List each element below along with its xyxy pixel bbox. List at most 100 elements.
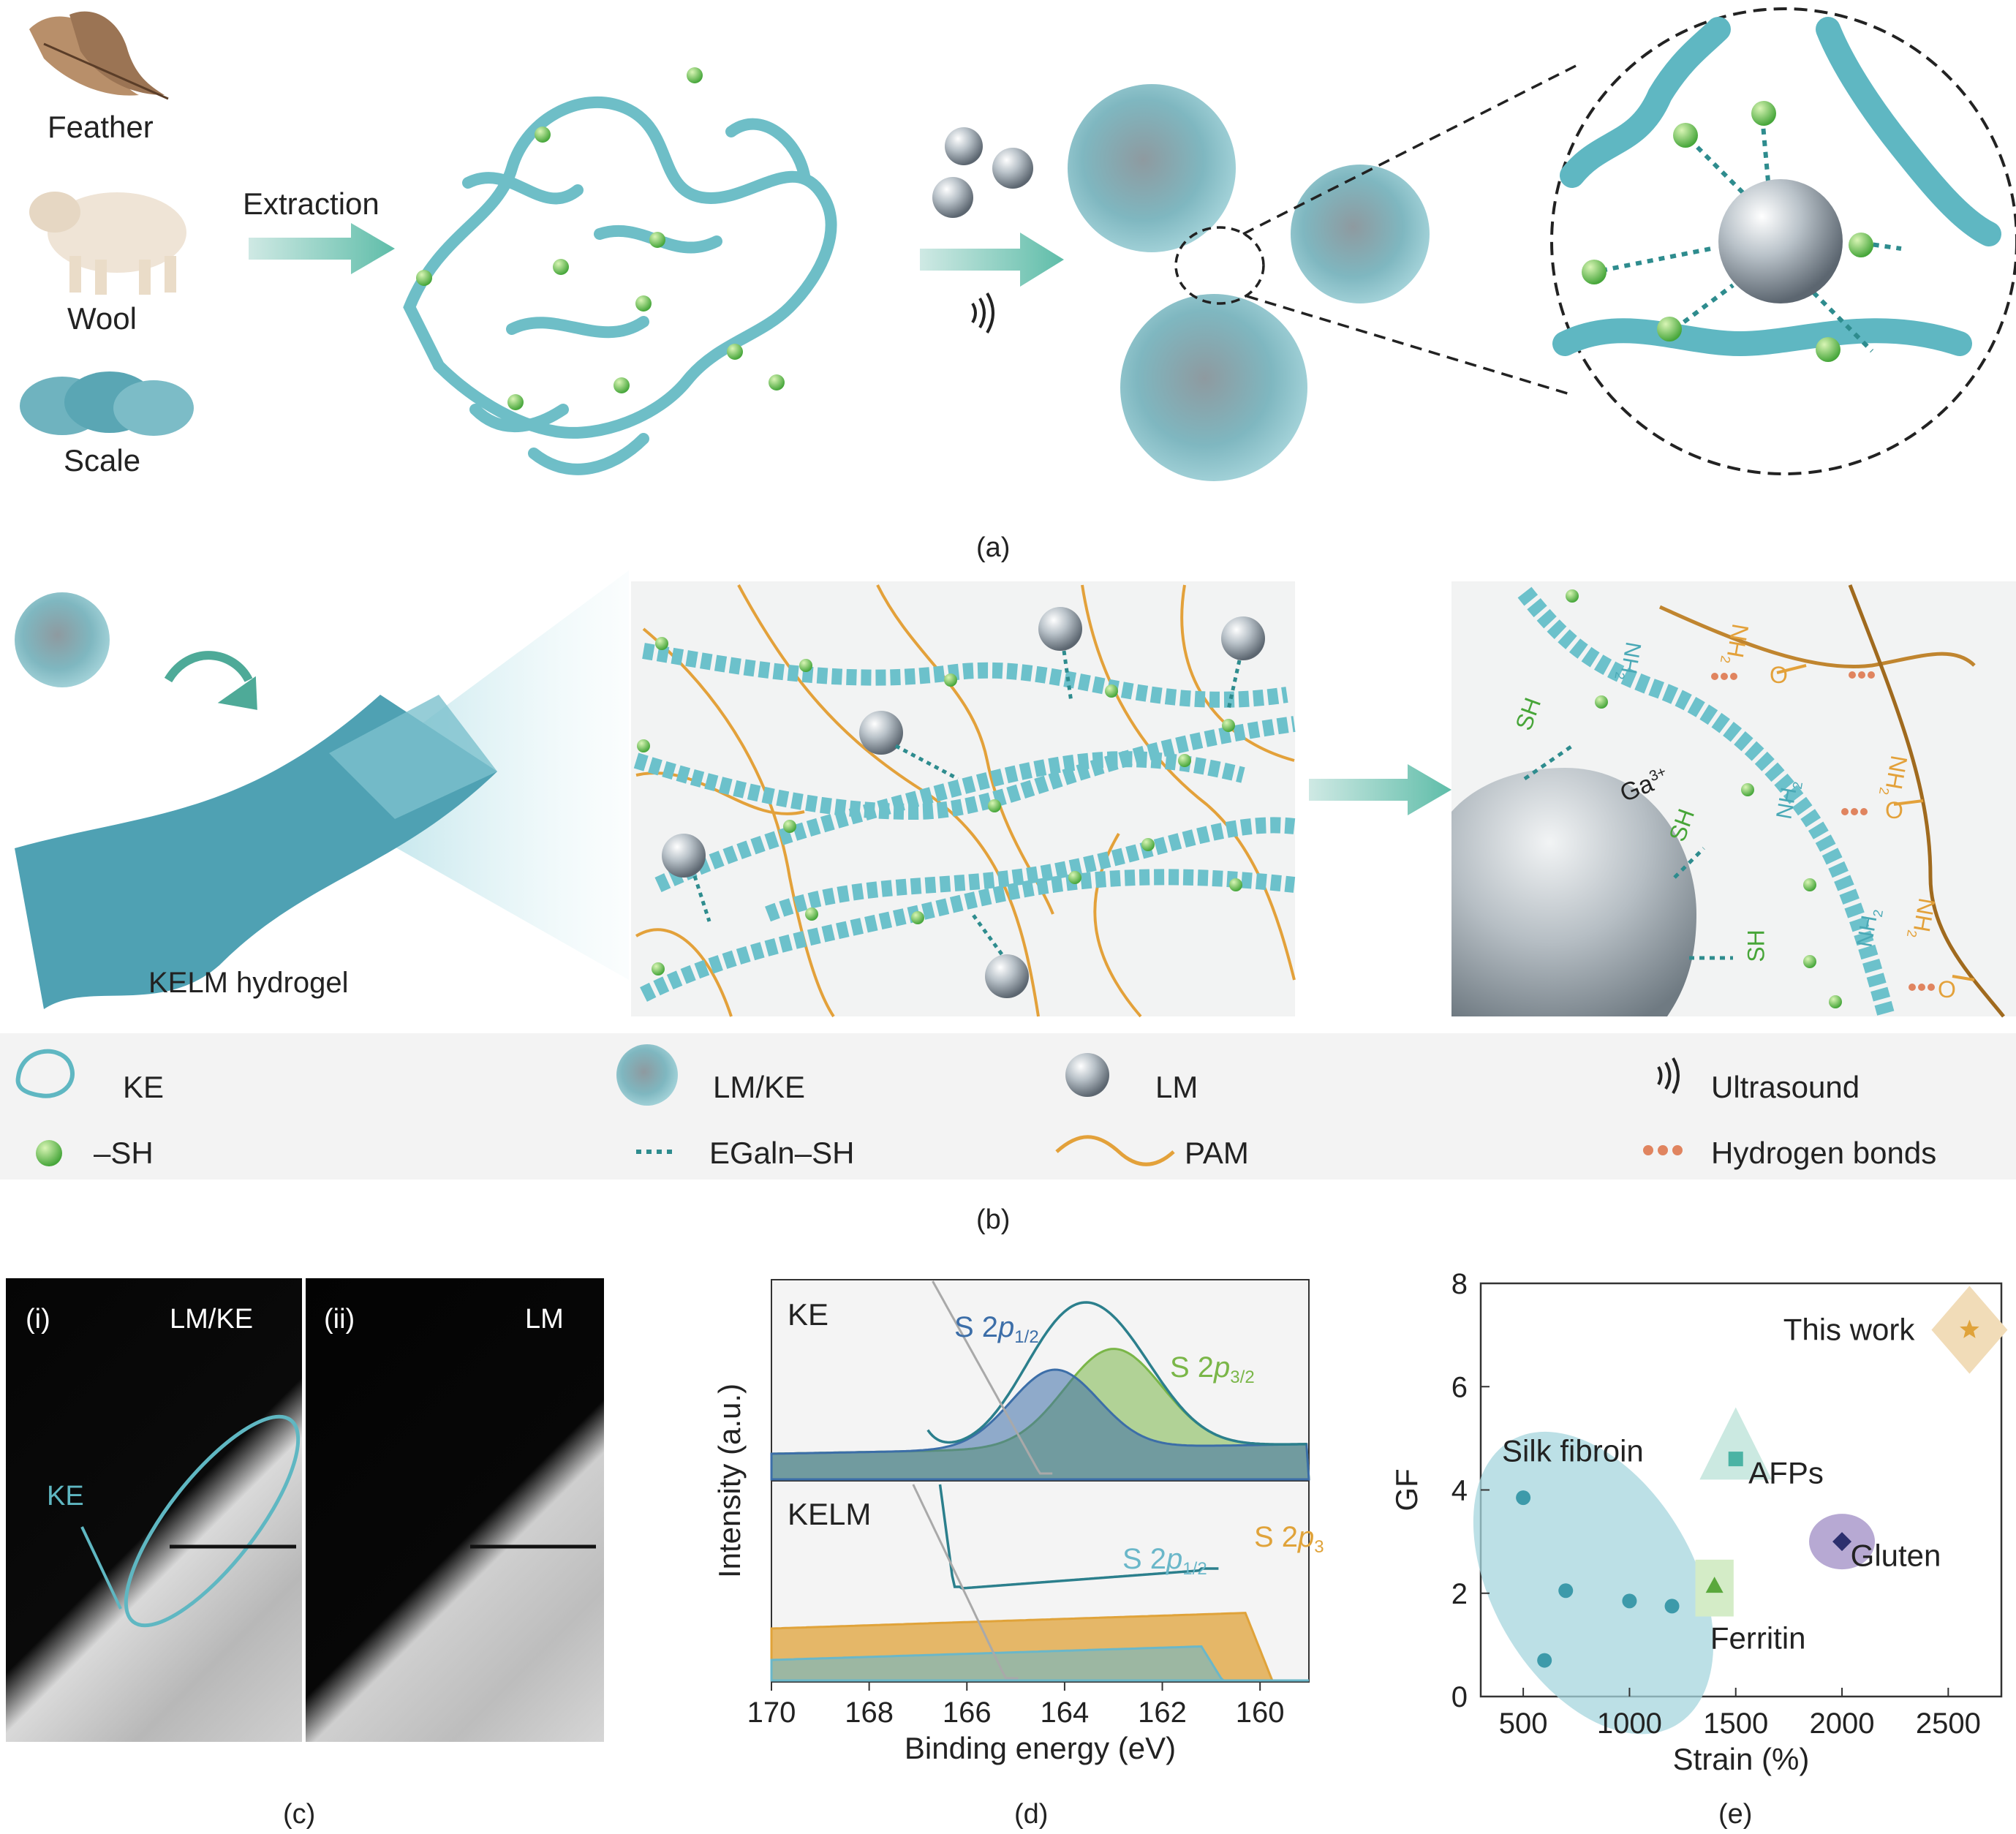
ke-background-curve bbox=[932, 1280, 1053, 1475]
legend-bar bbox=[0, 1033, 2016, 1180]
y-tick-label-8: 8 bbox=[1451, 1268, 1468, 1300]
ke-subplot-label: KE bbox=[788, 1297, 828, 1332]
legend-icons bbox=[15, 1044, 1683, 1166]
fish-scale-icon bbox=[20, 371, 194, 436]
o-label-2: O bbox=[1885, 797, 1903, 823]
ke-protein-structure bbox=[403, 97, 837, 475]
silk-fibroin-point-2 bbox=[1622, 1593, 1637, 1609]
x-tick-label-2000: 2000 bbox=[1810, 1707, 1875, 1740]
silk-fibroin-point-3 bbox=[1664, 1599, 1680, 1614]
lm-spheres bbox=[932, 127, 1033, 218]
tem-image-lm-ke bbox=[6, 1278, 302, 1742]
lm-sphere-icon bbox=[1065, 1053, 1109, 1097]
x-tick-label-162: 162 bbox=[1138, 1697, 1187, 1729]
lm-ke-particle-icon bbox=[616, 1044, 678, 1106]
kelm-s2p12-component bbox=[770, 1645, 1309, 1682]
kelm-subplot-label: KELM bbox=[788, 1497, 871, 1531]
ferritin-point-0 bbox=[1705, 1577, 1724, 1593]
legend-ultrasound: Ultrasound bbox=[1711, 1070, 1860, 1104]
protein-sh-dots bbox=[416, 67, 785, 410]
panel-b-graphics bbox=[15, 570, 2016, 1019]
silk-fibroin-point-4 bbox=[1537, 1653, 1552, 1668]
label-ferritin: Ferritin bbox=[1710, 1620, 1806, 1655]
y-axis-title: Intensity (a.u.) bbox=[712, 1384, 747, 1578]
ke-peak-label-s2p12: S 2p1/2 bbox=[954, 1311, 1039, 1347]
panel-c-overlay bbox=[80, 1414, 596, 1628]
x-axis-title: Binding energy (eV) bbox=[905, 1731, 1176, 1765]
detail-arrow bbox=[1309, 764, 1451, 815]
afps-region bbox=[1699, 1407, 1773, 1480]
ke-protein-icon bbox=[15, 1049, 75, 1098]
ga-sphere bbox=[1451, 768, 1696, 1016]
x-tick-label-1500: 1500 bbox=[1703, 1707, 1768, 1740]
ultrasound-arrow bbox=[920, 233, 1064, 287]
x-tick-label-160: 160 bbox=[1236, 1697, 1285, 1729]
kelm-peak-label-s2p32: S 2p3/2 bbox=[1254, 1521, 1324, 1557]
y-tick-label-0: 0 bbox=[1451, 1681, 1468, 1713]
x-tick-label-164: 164 bbox=[1041, 1697, 1090, 1729]
y-tick-label-2: 2 bbox=[1451, 1578, 1468, 1610]
y-tick-label-6: 6 bbox=[1451, 1371, 1468, 1403]
legend-lm-ke: LM/KE bbox=[713, 1070, 806, 1104]
kelm-envelope-curve bbox=[938, 1484, 1219, 1590]
caption-d: (d) bbox=[1014, 1799, 1049, 1830]
ultrasound-icon bbox=[1657, 1057, 1680, 1095]
x-tick-label-2500: 2500 bbox=[1916, 1707, 1981, 1740]
extraction-label: Extraction bbox=[243, 186, 380, 221]
ke-outline bbox=[124, 1414, 301, 1628]
source-label-feather: Feather bbox=[48, 110, 154, 144]
zoom-region bbox=[1174, 226, 1265, 305]
caption-a: (a) bbox=[976, 532, 1011, 563]
panel-a-graphics bbox=[20, 7, 2016, 481]
kelm-peak-label-s2p12: S 2p1/2 bbox=[1122, 1543, 1207, 1579]
legend-ke: KE bbox=[123, 1070, 165, 1104]
x-tick-label-166: 166 bbox=[943, 1697, 992, 1729]
green-dot-icon bbox=[36, 1140, 62, 1166]
network-lm-spheres bbox=[662, 607, 1265, 998]
ke-peak-label-s2p32: S 2p3/2 bbox=[1170, 1351, 1255, 1387]
hydrogel-label: KELM hydrogel bbox=[148, 967, 349, 999]
y-tick-label-4: 4 bbox=[1451, 1475, 1468, 1507]
label-silk-fibroin: Silk fibroin bbox=[1502, 1434, 1644, 1468]
x-tick-label-500: 500 bbox=[1499, 1707, 1548, 1740]
ke-envelope-curve bbox=[926, 1301, 1307, 1446]
y-axis-title: GF bbox=[1389, 1468, 1424, 1511]
kelm-background-curve bbox=[912, 1484, 1019, 1680]
label-this-work: This work bbox=[1783, 1313, 1916, 1347]
tem-image-lm bbox=[306, 1278, 604, 1742]
lm-ke-particles bbox=[1068, 84, 1430, 481]
sub-label-i: (i) bbox=[26, 1304, 50, 1335]
title-lm: LM bbox=[525, 1304, 564, 1335]
curved-arrow bbox=[164, 651, 253, 683]
caption-e: (e) bbox=[1718, 1799, 1753, 1830]
legend-pam: PAM bbox=[1185, 1136, 1249, 1170]
ke-s2p12-component bbox=[770, 1368, 1310, 1481]
silk-fibroin-point-1 bbox=[1558, 1583, 1574, 1599]
legend-lm: LM bbox=[1155, 1070, 1198, 1104]
x-tick-label-1000: 1000 bbox=[1597, 1707, 1662, 1740]
o-label-1: O bbox=[1770, 662, 1788, 688]
extraction-arrow bbox=[249, 223, 395, 274]
ke-pointer bbox=[80, 1526, 122, 1610]
ke-annotation: KE bbox=[47, 1481, 84, 1512]
x-tick-label-170: 170 bbox=[747, 1697, 796, 1729]
lm-ke-particle bbox=[15, 592, 110, 687]
legend-egain-sh: EGaln–SH bbox=[709, 1136, 855, 1170]
zoom-detail bbox=[1550, 7, 2016, 475]
this-work-point-0 bbox=[1960, 1319, 1979, 1338]
legend-sh: –SH bbox=[94, 1136, 154, 1170]
ke-helix-chains bbox=[633, 643, 1296, 1002]
ultrasound-icon bbox=[971, 292, 994, 334]
legend-hydrogen-bonds: Hydrogen bonds bbox=[1711, 1136, 1937, 1170]
gluten-point-0 bbox=[1832, 1532, 1852, 1552]
silk-fibroin-region bbox=[1473, 1431, 1714, 1735]
silk-fibroin-point-0 bbox=[1516, 1490, 1531, 1506]
label-afps: AFPs bbox=[1748, 1455, 1824, 1490]
sh-label-3: SH bbox=[1743, 929, 1770, 962]
orange-dots-icon bbox=[1643, 1145, 1683, 1155]
label-gluten: Gluten bbox=[1851, 1538, 1941, 1572]
o-label-3: O bbox=[1938, 976, 1956, 1003]
caption-b: (b) bbox=[976, 1204, 1011, 1235]
